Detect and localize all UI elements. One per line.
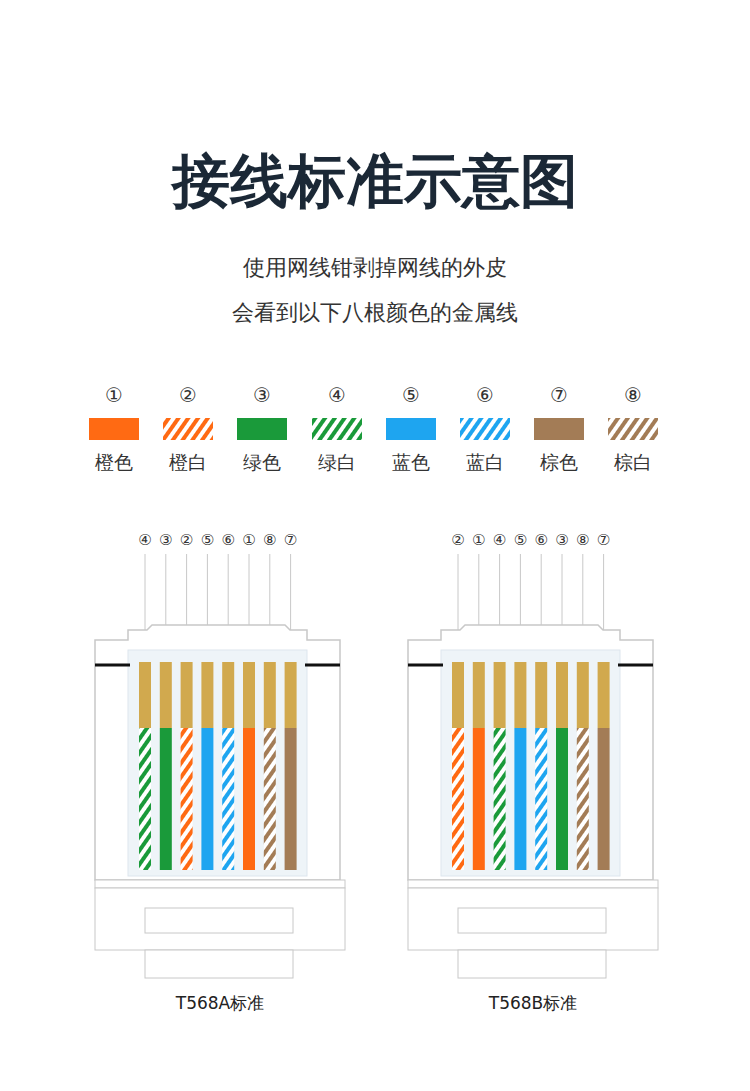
pin-number: ③ (159, 531, 172, 549)
plug-strip (95, 880, 345, 888)
wire (452, 728, 464, 870)
gold-contact (556, 662, 568, 728)
color-swatch (237, 418, 287, 440)
color-swatch (163, 418, 213, 440)
plug-tab (458, 950, 606, 978)
wire (181, 728, 193, 870)
gold-contact (201, 662, 213, 728)
callout-number: ⑤ (402, 383, 420, 407)
subtitle: 会看到以下八根颜色的金属线 (232, 300, 518, 326)
gold-contact (222, 662, 234, 728)
callout-number: ③ (253, 383, 271, 407)
legend-text: 绿色 (243, 451, 281, 474)
wire (243, 728, 255, 870)
gold-contact (264, 662, 276, 728)
pin-number: ⑦ (597, 531, 610, 549)
pin-number: ⑦ (284, 531, 297, 549)
gold-contact (598, 662, 610, 728)
callout-number: ⑧ (624, 383, 642, 407)
pin-number: ⑧ (263, 531, 276, 549)
standard-label: T568A标准 (176, 993, 264, 1013)
pin-number: ① (242, 531, 255, 549)
pin-number: ① (472, 531, 485, 549)
edge-mark (408, 664, 443, 667)
wire (285, 728, 297, 870)
wire (514, 728, 526, 870)
plug-body (95, 888, 345, 950)
title: 接线标准示意图 (172, 147, 578, 217)
subtitle: 使用网线钳剥掉网线的外皮 (243, 255, 507, 281)
callout-number: ① (105, 383, 123, 407)
rj45-plug (408, 554, 658, 978)
wire (222, 728, 234, 870)
color-swatch (386, 418, 436, 440)
gold-contact (139, 662, 151, 728)
legend-text: 橙色 (95, 451, 133, 474)
color-swatch (608, 418, 658, 440)
pin-number: ⑤ (514, 531, 527, 549)
color-swatch (89, 418, 139, 440)
pin-number: ⑥ (221, 531, 234, 549)
gold-contact (285, 662, 297, 728)
clear-shell (441, 650, 620, 876)
callout-number: ④ (328, 383, 346, 407)
legend-text: 橙白 (169, 451, 207, 474)
wire (160, 728, 172, 870)
gold-contact (535, 662, 547, 728)
plug-housing (95, 625, 340, 880)
gold-contact (243, 662, 255, 728)
gold-contact (181, 662, 193, 728)
edge-mark (305, 664, 340, 667)
wire (201, 728, 213, 870)
wire (473, 728, 485, 870)
wire (139, 728, 151, 870)
pin-number: ⑥ (534, 531, 547, 549)
wire (494, 728, 506, 870)
legend-text: 棕白 (614, 451, 652, 474)
pin-number: ③ (555, 531, 568, 549)
gold-contact (494, 662, 506, 728)
plug-housing (408, 625, 653, 880)
gold-contact (452, 662, 464, 728)
pin-number: ④ (493, 531, 506, 549)
pin-number: ② (180, 531, 193, 549)
pin-number: ④ (138, 531, 151, 549)
color-swatch (534, 418, 584, 440)
edge-mark (618, 664, 653, 667)
pin-number: ⑤ (201, 531, 214, 549)
gold-contact (473, 662, 485, 728)
wire (598, 728, 610, 870)
gold-contact (514, 662, 526, 728)
plug-tab (145, 950, 293, 978)
legend-text: 蓝白 (466, 451, 504, 474)
plug-body (408, 888, 658, 950)
plug-window (145, 908, 293, 933)
standard-label: T568B标准 (489, 993, 578, 1013)
rj45-plug (95, 554, 345, 978)
wire (264, 728, 276, 870)
color-swatch (460, 418, 510, 440)
callout-number: ⑥ (476, 383, 494, 407)
wire (577, 728, 589, 870)
clear-shell (128, 650, 307, 876)
legend-text: 绿白 (318, 451, 356, 474)
edge-mark (95, 664, 130, 667)
wire (556, 728, 568, 870)
gold-contact (160, 662, 172, 728)
callout-number: ⑦ (550, 383, 568, 407)
legend-text: 棕色 (540, 451, 578, 474)
plug-strip (408, 880, 658, 888)
callout-number: ② (179, 383, 197, 407)
gold-contact (577, 662, 589, 728)
plug-window (458, 908, 606, 933)
legend-text: 蓝色 (392, 451, 430, 474)
color-swatch (312, 418, 362, 440)
pin-number: ② (451, 531, 464, 549)
pin-number: ⑧ (576, 531, 589, 549)
wire (535, 728, 547, 870)
